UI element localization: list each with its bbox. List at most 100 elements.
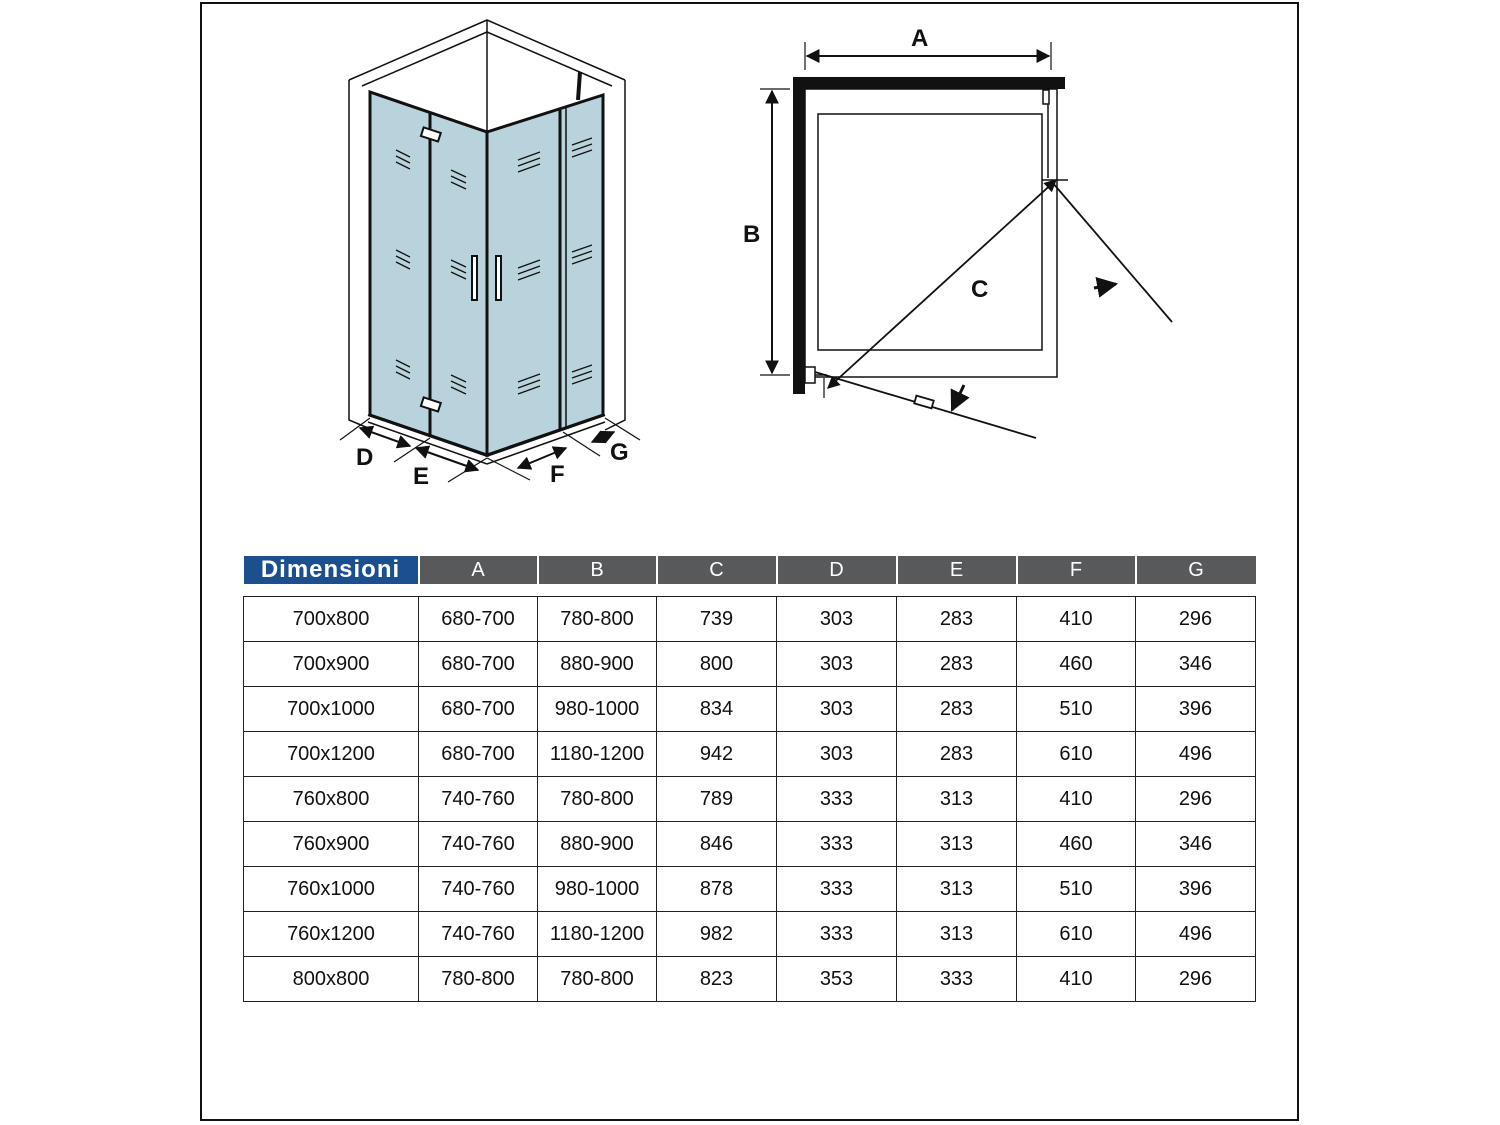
table-cell: 460: [1016, 641, 1136, 687]
shower-diagram: D E F G A B C: [339, 19, 1173, 490]
table-cell: 313: [896, 821, 1017, 867]
table-cell: 333: [776, 911, 897, 957]
table-cell: 1180-1200: [537, 911, 657, 957]
table-cell: 740-760: [418, 911, 538, 957]
table-cell: 760x900: [243, 821, 419, 867]
table-cell: 780-800: [418, 956, 538, 1002]
table-cell: 396: [1135, 686, 1256, 732]
handle-left: [471, 255, 478, 301]
table-cell: 700x1200: [243, 731, 419, 777]
wall-top: [793, 77, 1065, 89]
table-cell: 780-800: [537, 596, 657, 642]
table-cell: 303: [776, 641, 897, 687]
table-cell: 496: [1135, 911, 1256, 957]
table-cell: 800x800: [243, 956, 419, 1002]
door-swing-right: [1051, 181, 1173, 323]
table-cell: 740-760: [418, 821, 538, 867]
table-cell: 880-900: [537, 821, 657, 867]
table-cell: 610: [1016, 911, 1136, 957]
tray-inner: [817, 113, 1043, 351]
table-cell: 410: [1016, 776, 1136, 822]
table-cell: 303: [776, 686, 897, 732]
label-c: C: [971, 276, 988, 303]
table-cell: 410: [1016, 596, 1136, 642]
table-cell: 283: [896, 686, 1017, 732]
table-cell: 296: [1135, 776, 1256, 822]
table-cell: 346: [1135, 821, 1256, 867]
label-f: F: [550, 461, 565, 488]
table-cell: 510: [1016, 866, 1136, 912]
header-e: E: [895, 556, 1017, 584]
table-header-row: Dimensioni A B C D E F G: [243, 556, 1256, 584]
table-cell: 680-700: [418, 596, 538, 642]
table-cell: 789: [656, 776, 777, 822]
table-cell: 396: [1135, 866, 1256, 912]
header-g: G: [1134, 556, 1256, 584]
image-frame: [200, 2, 1299, 1121]
handle-right: [495, 255, 502, 301]
table-cell: 303: [776, 596, 897, 642]
header-d: D: [775, 556, 897, 584]
table-cell: 780-800: [537, 956, 657, 1002]
table-cell: 982: [656, 911, 777, 957]
table-cell: 496: [1135, 731, 1256, 777]
table-cell: 760x800: [243, 776, 419, 822]
table-cell: 740-760: [418, 776, 538, 822]
table-cell: 296: [1135, 956, 1256, 1002]
table-cell: 680-700: [418, 731, 538, 777]
table-cell: 700x1000: [243, 686, 419, 732]
hinge-top: [419, 126, 443, 143]
label-e: E: [413, 463, 429, 490]
table-cell: 700x800: [243, 596, 419, 642]
table-cell: 800: [656, 641, 777, 687]
table-cell: 980-1000: [537, 686, 657, 732]
right-glass-panel: [485, 92, 605, 458]
table-cell: 333: [776, 821, 897, 867]
table-cell: 510: [1016, 686, 1136, 732]
table-cell: 313: [896, 866, 1017, 912]
table-cell: 353: [776, 956, 897, 1002]
table-cell: 333: [776, 776, 897, 822]
table-spacer: [244, 584, 1256, 597]
table-cell: 313: [896, 776, 1017, 822]
table-cell: 303: [776, 731, 897, 777]
table-cell: 313: [896, 911, 1017, 957]
table-cell: 878: [656, 866, 777, 912]
table-cell: 410: [1016, 956, 1136, 1002]
wall-left: [793, 77, 805, 394]
table-cell: 834: [656, 686, 777, 732]
table-cell: 460: [1016, 821, 1136, 867]
header-a: A: [417, 556, 538, 584]
table-cell: 296: [1135, 596, 1256, 642]
header-dimensioni: Dimensioni: [243, 556, 419, 584]
hinge-bottom: [419, 396, 443, 413]
extension-lines: [339, 417, 641, 483]
table-cell: 1180-1200: [537, 731, 657, 777]
table-cell: 846: [656, 821, 777, 867]
table-cell: 700x900: [243, 641, 419, 687]
table-cell: 760x1200: [243, 911, 419, 957]
table-cell: 610: [1016, 731, 1136, 777]
table-cell: 333: [896, 956, 1017, 1002]
table-cell: 740-760: [418, 866, 538, 912]
top-view-plan: [760, 42, 1173, 439]
dimension-arrows: [358, 425, 616, 473]
header-c: C: [655, 556, 777, 584]
header-b: B: [536, 556, 657, 584]
left-wall: [348, 80, 369, 429]
table-cell: 283: [896, 596, 1017, 642]
table-cell: 739: [656, 596, 777, 642]
table-cell: 680-700: [418, 686, 538, 732]
table-cell: 980-1000: [537, 866, 657, 912]
shower-enclosure-3d: [339, 19, 641, 483]
